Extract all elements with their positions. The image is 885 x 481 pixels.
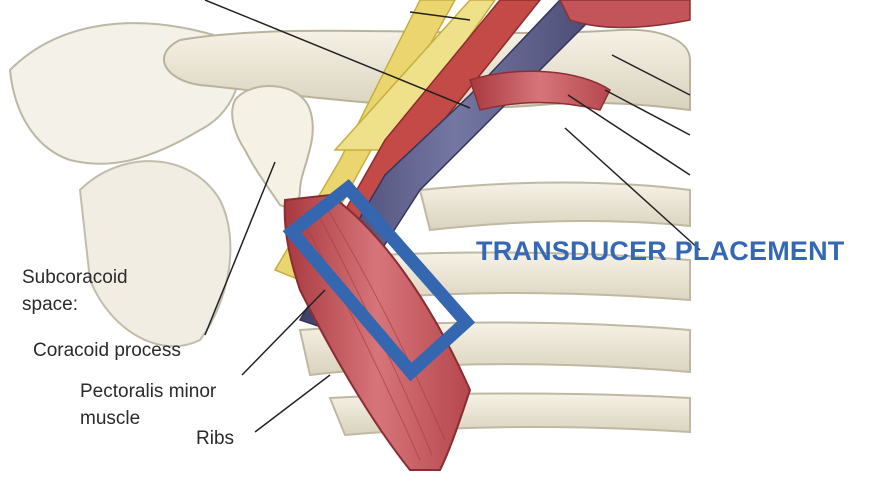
coracoid-process-label: Coracoid process <box>33 340 181 363</box>
ribs-label: Ribs <box>196 428 234 451</box>
transducer-placement-label: TRANSDUCER PLACEMENT <box>476 236 845 267</box>
pectoralis-minor-label-line1: Pectoralis minor <box>80 381 216 404</box>
subcoracoid-space-label-line1: Subcoracoid <box>22 267 128 290</box>
subcoracoid-space-label-line2: space: <box>22 294 78 317</box>
pectoralis-minor-label-line2: muscle <box>80 408 140 431</box>
